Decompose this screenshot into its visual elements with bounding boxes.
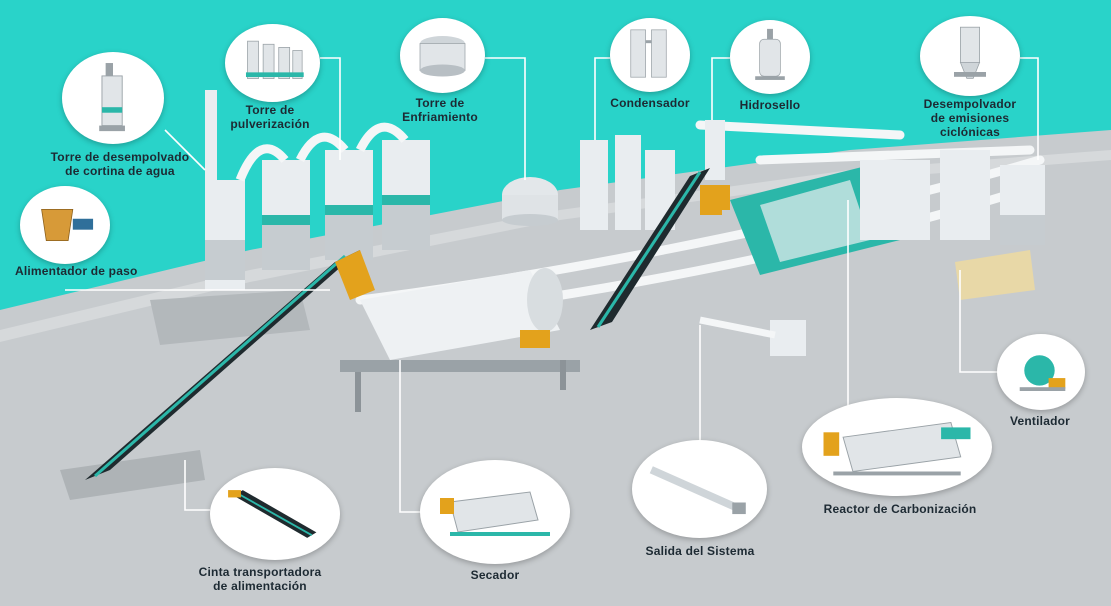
cooling-tower-unit: [502, 177, 558, 226]
bubble-condensador: [610, 18, 690, 92]
feed-conveyor-belt: [85, 250, 375, 480]
callout-lines: [65, 57, 1039, 513]
label-hidrosello: Hidrosello: [739, 98, 801, 112]
fan-icon: [1019, 355, 1066, 391]
label-torre-enfriamiento: Torre de Enfriamiento: [402, 96, 478, 124]
label-reactor: Reactor de Carbonización: [823, 502, 977, 516]
condenser-unit: [580, 120, 725, 230]
bubble-torre-enfriamiento: [400, 18, 485, 93]
label-alimentador: Alimentador de paso: [15, 264, 138, 278]
step-feeder-icon: [41, 209, 94, 241]
bubble-hidrosello: [730, 20, 810, 94]
spray-towers-icon: [245, 40, 304, 79]
label-torre-desempolvado: Torre de desempolvado de cortina de agua: [50, 150, 190, 178]
biomass-bale: [955, 250, 1035, 300]
bubble-reactor: [802, 398, 992, 496]
bubble-torre-pulverizacion: [225, 24, 320, 102]
dust-tower-icon: [99, 63, 125, 132]
tower-group-left: [205, 90, 430, 290]
bubble-cinta: [210, 468, 340, 560]
carbonization-reactor-icon: [823, 421, 971, 476]
bubble-ventilador: [997, 334, 1085, 410]
bubble-desempolvador: [920, 16, 1020, 96]
label-condensador: Condensador: [610, 96, 690, 110]
water-seal-icon: [755, 28, 785, 80]
feed-conveyor-icon: [228, 490, 317, 538]
discharge-unit: [699, 316, 806, 356]
bubble-salida: [632, 440, 767, 538]
condenser-icon: [630, 29, 667, 78]
label-salida: Salida del Sistema: [645, 544, 755, 558]
reactor-conveyor-belt: [590, 168, 730, 330]
label-cinta: Cinta transportadora de alimentación: [198, 565, 322, 593]
label-torre-pulverizacion: Torre de pulverización: [230, 103, 310, 131]
label-ventilador: Ventilador: [1009, 414, 1070, 428]
cooling-tower-icon: [419, 36, 466, 77]
label-secador: Secador: [470, 568, 520, 582]
bubble-torre-desempolvado: [62, 52, 164, 144]
discharge-screw-icon: [649, 466, 746, 515]
label-desempolvador: Desempolvador de emisiones ciclónicas: [923, 97, 1017, 139]
bubble-secador: [420, 460, 570, 564]
bubble-alimentador: [20, 186, 110, 264]
dryer-icon: [440, 491, 550, 536]
cyclone-dust-collector-icon: [954, 26, 986, 79]
carbonization-reactor-unit: [700, 150, 1045, 275]
